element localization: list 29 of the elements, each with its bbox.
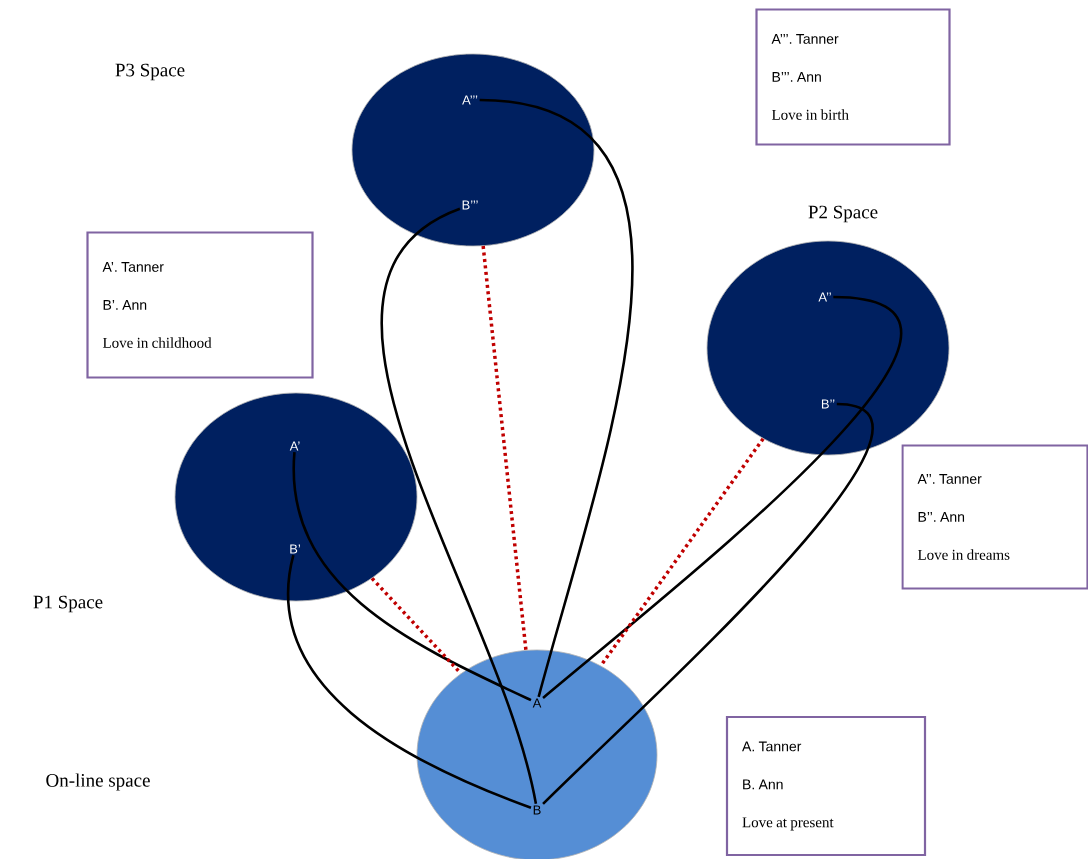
space-circle [706,240,950,456]
note-box: A’’’. Tanner B’’’. Ann Love in birth [755,8,951,146]
curve-line [479,98,634,698]
dotted-line [481,245,528,651]
dotted-line [370,577,463,675]
point-label: A’ [289,441,300,451]
space-label: On-line space [46,773,150,791]
space-circle [174,392,418,602]
dotted-line [599,437,765,667]
curve-line [286,554,532,809]
space-circle [416,649,658,859]
point-label: A’’’ [462,95,478,105]
curve-line [293,452,532,702]
space-circle [351,53,595,247]
curve-line [542,402,874,805]
curve-line [381,207,538,805]
note-box: A. Tanner B. Ann Love at present [725,715,927,857]
point-label: A [532,698,542,708]
note-box: A’. Tanner B’. Ann Love in childhood [86,231,314,379]
point-label: B’ [290,544,300,554]
point-label: B’’’ [462,200,478,210]
space-label: P3 Space [115,63,185,81]
note-box: A’’. Tanner B’’. Ann Love in dreams [901,444,1088,590]
point-label: A’’ [818,292,831,302]
curve-line [542,295,902,699]
point-label: B’’ [821,399,835,409]
point-label: B [533,805,541,815]
space-label: P2 Space [808,205,878,223]
space-label: P1 Space [33,595,103,613]
